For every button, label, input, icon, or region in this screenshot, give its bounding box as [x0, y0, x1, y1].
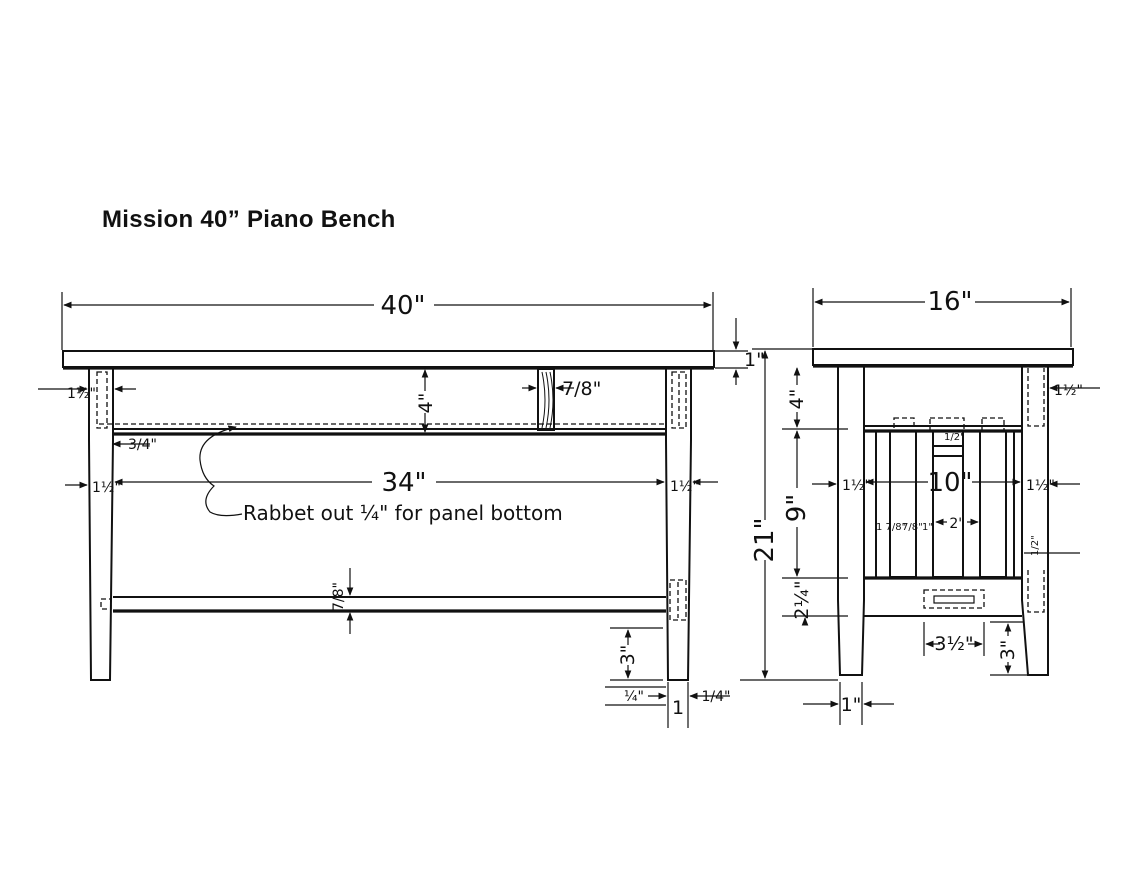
drawing-title: Mission 40” Piano Bench [102, 206, 396, 233]
leg-width-mid-right-label: 1½" [670, 479, 699, 495]
taper-height-label: 3" [617, 645, 639, 666]
leg-width-upper-label: 1½" [67, 386, 96, 402]
slat-spacing-label: 2" [949, 516, 964, 532]
slat-gap-label: 1" [922, 522, 933, 533]
panel-thickness-label: 7/8" [562, 378, 601, 400]
apron-end-grain-block [537, 368, 555, 431]
front-left-leg [88, 368, 114, 681]
leg-width-mid-left-label: 1½" [92, 480, 121, 496]
side-view: 16" 21" [740, 287, 1100, 725]
front-view: 40" 1" 1½" [38, 291, 765, 728]
side-leg-foot-label: 1" [841, 694, 862, 716]
slat-span-label: 10" [927, 468, 972, 498]
taper-left-label: ¼" [624, 689, 644, 705]
overall-height-label: 21" [750, 517, 780, 562]
rabbet-depth-label: 3/4" [128, 437, 157, 453]
stretcher-thickness-label: 7/8" [331, 582, 347, 611]
span-label: 34" [381, 468, 426, 498]
side-apron-height-label: 4" [786, 389, 808, 410]
taper-right-label: 1/4" [702, 689, 731, 705]
front-leg-foot-label: 1 [672, 697, 684, 719]
top-thickness-label: 1" [744, 349, 765, 371]
overall-width-dimension [61, 292, 714, 350]
rabbet-note: Rabbet out ¼" for panel bottom [243, 501, 563, 525]
front-apron-height-label: 4" [415, 393, 437, 414]
side-leg-width-upper-label: 1½" [1054, 383, 1083, 399]
slat-height-label: 9" [782, 494, 812, 523]
rail-height-label: 2¼" [791, 580, 813, 619]
front-top-board [62, 350, 715, 368]
slat-width-label: 1 7/8" [876, 522, 906, 533]
mortise-length-label: 3½" [934, 633, 973, 655]
side-right-leg [1021, 366, 1049, 676]
overall-depth-label: 16" [927, 287, 972, 317]
side-left-leg [837, 366, 865, 676]
rail-mortise [923, 589, 985, 609]
tenon-depth-label: 1/2" [1030, 535, 1041, 556]
overall-width-label: 40" [380, 291, 425, 321]
slat-mortise-label: 1/2" [944, 432, 965, 443]
side-top-board [812, 348, 1074, 366]
side-leg-width-right-label: 1½" [1026, 478, 1055, 494]
side-leg-width-left-label: 1½" [842, 478, 871, 494]
side-taper-height-label: 3" [997, 640, 1019, 661]
slat-thickness-label: 7/8" [902, 522, 923, 533]
